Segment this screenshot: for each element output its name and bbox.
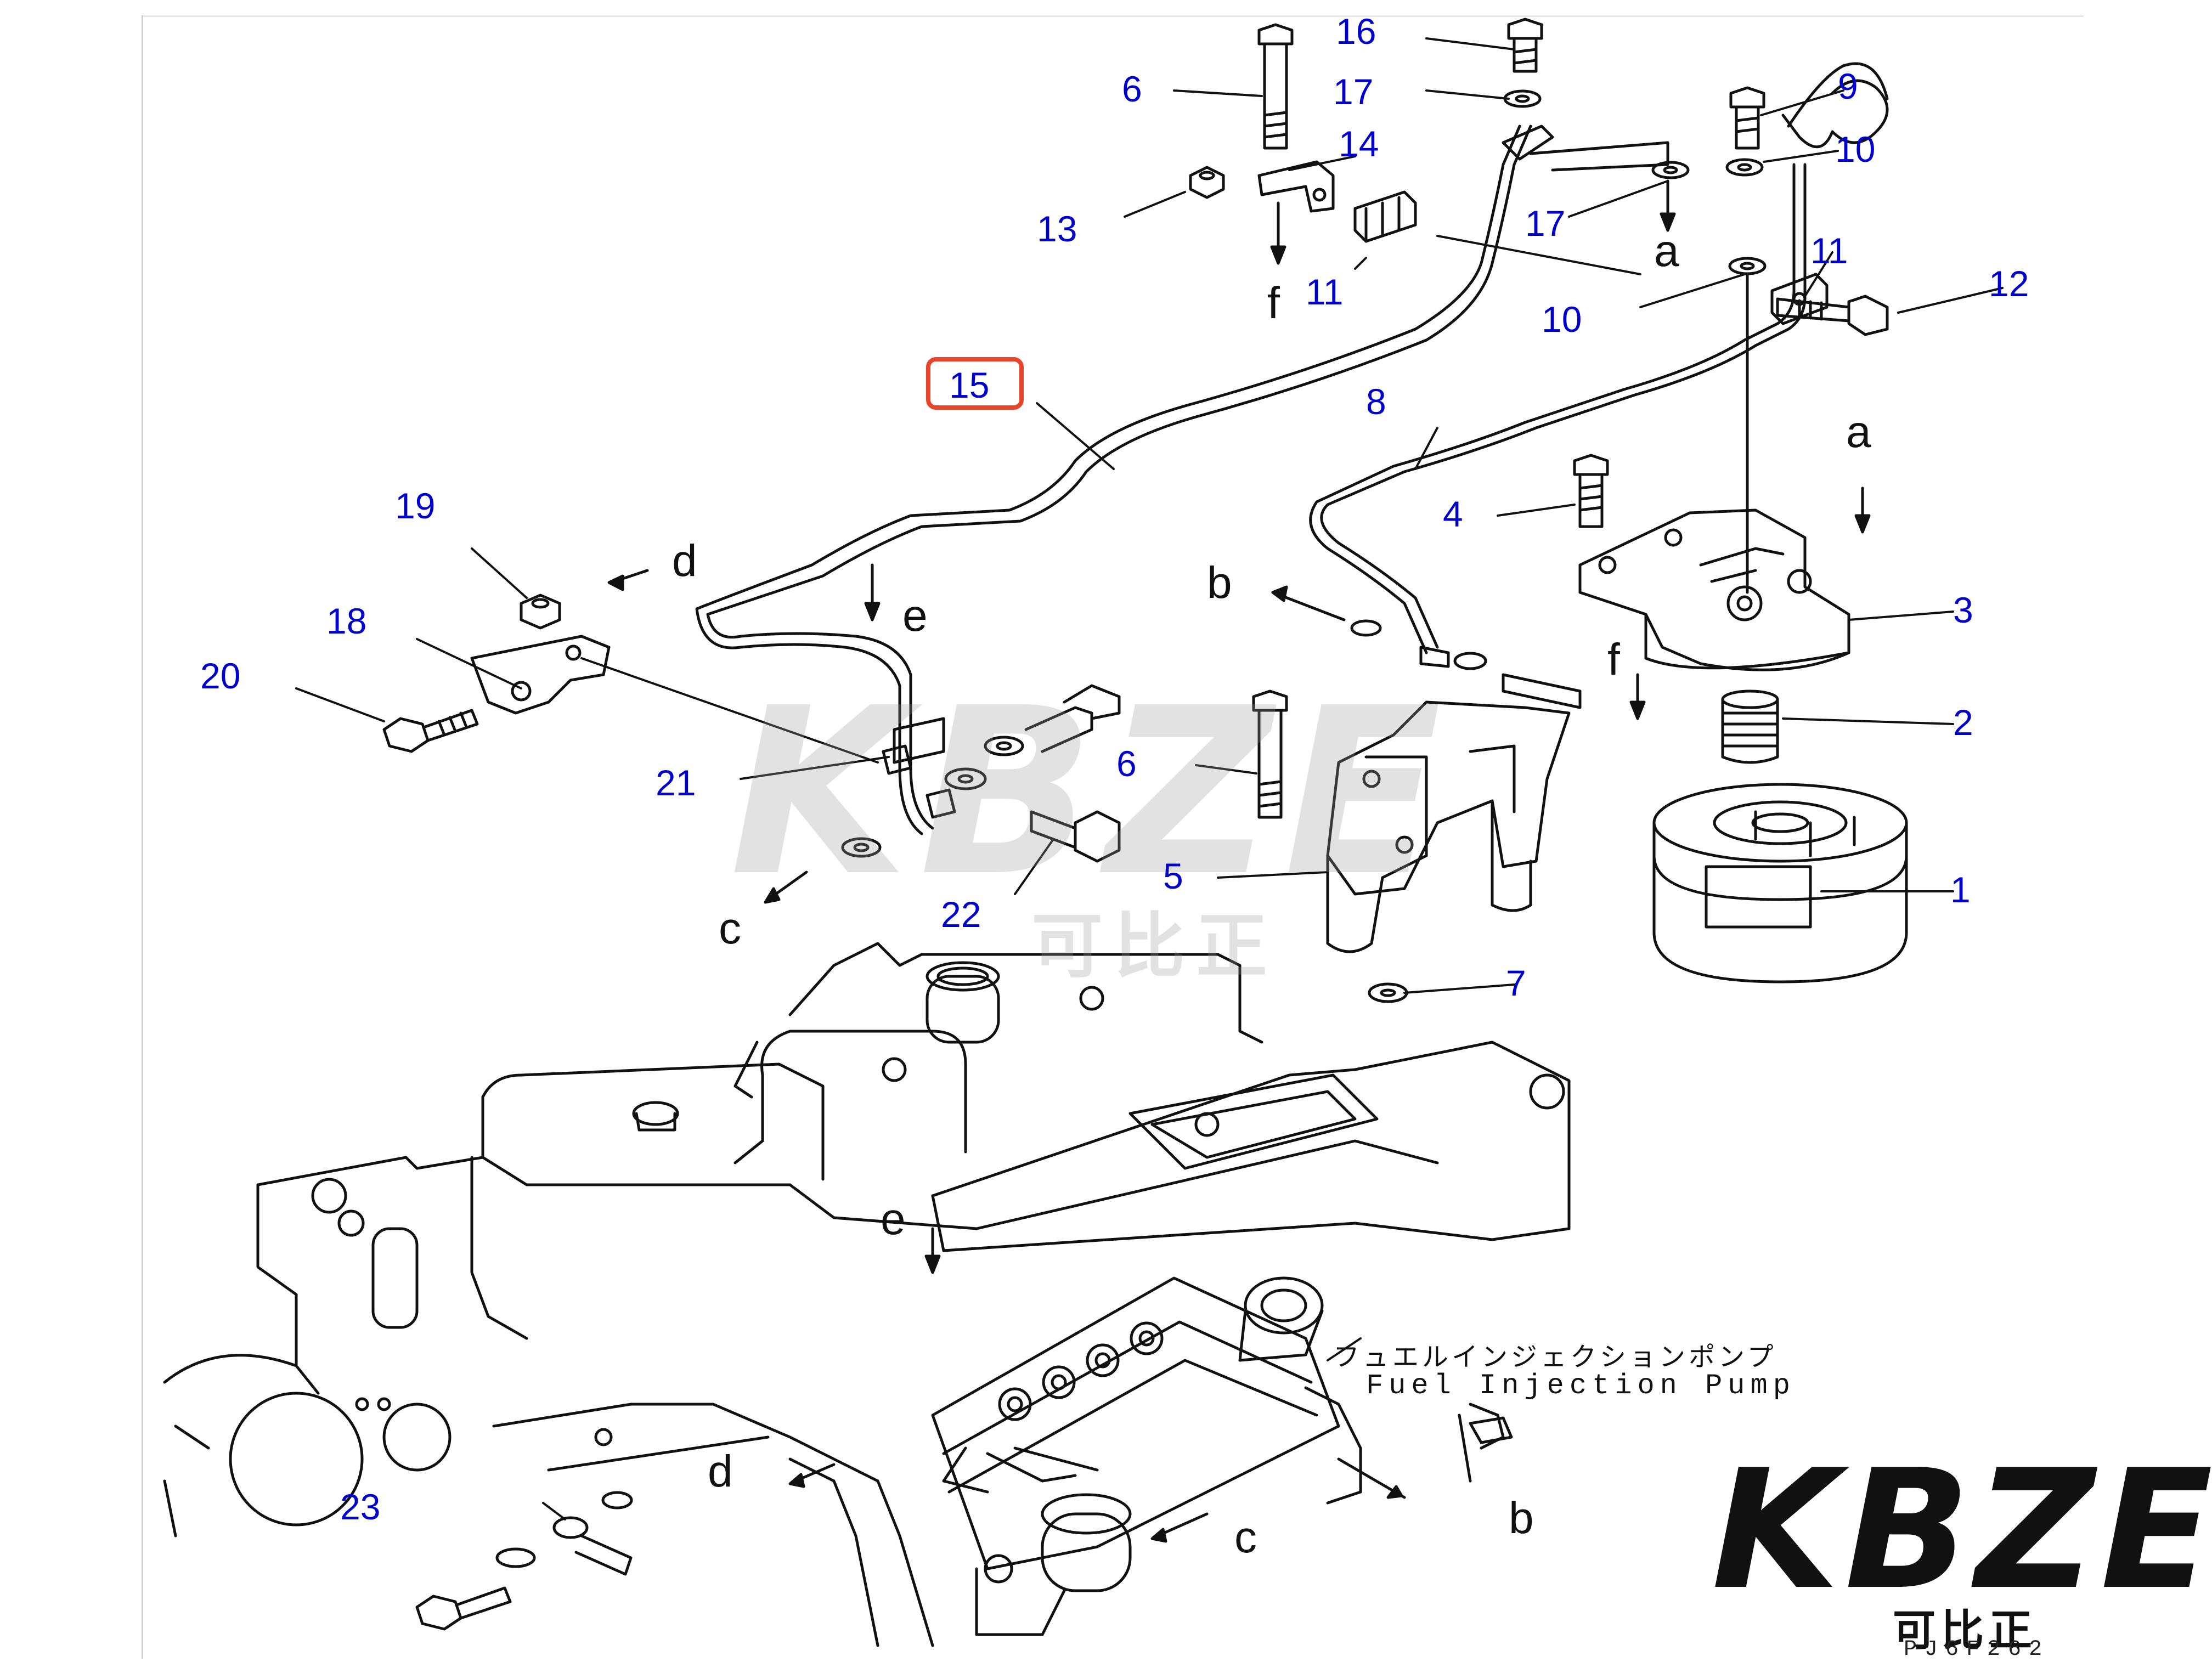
part-label-3[interactable]: 3 — [1953, 590, 1973, 630]
part-label-17-upper[interactable]: 17 — [1333, 71, 1373, 112]
nut-part-19 — [520, 593, 561, 630]
clamp-part-21 — [882, 744, 912, 775]
bolt-part-12 — [1776, 295, 1889, 336]
part-label-23[interactable]: 23 — [340, 1486, 380, 1527]
banjo-bolt-part-22 — [841, 619, 1582, 863]
ref-letter-f-lower: f — [1607, 635, 1620, 685]
washer-part-10-upper — [1725, 158, 1764, 177]
part-label-12[interactable]: 12 — [1989, 263, 2029, 304]
part-label-11-left[interactable]: 11 — [1306, 272, 1344, 312]
part-label-4[interactable]: 4 — [1443, 494, 1463, 534]
part-label-11-right[interactable]: 11 — [1810, 230, 1848, 271]
tube-part-8 — [1309, 62, 1889, 668]
reference-letters: a a b b c c d d e e f f — [672, 226, 1871, 1562]
highlight-box-part-15 — [926, 357, 1024, 410]
brand-logo: KBZE — [1712, 1434, 2212, 1626]
frame-top-border — [142, 15, 2084, 17]
bracket-part-18 — [470, 635, 611, 715]
ref-letter-c-upper: c — [719, 903, 741, 953]
bolt-part-16 — [1507, 18, 1543, 73]
part-label-6-upper[interactable]: 6 — [1122, 69, 1142, 109]
leader-lines — [295, 37, 2004, 1520]
bracket-part-5 — [1326, 700, 1571, 953]
part-label-16[interactable]: 16 — [1336, 11, 1376, 52]
ref-letter-f-upper: f — [1267, 278, 1280, 328]
bolt-part-6-lower — [1252, 689, 1288, 819]
part-label-20[interactable]: 20 — [200, 655, 240, 696]
fuel-pump-label-en: Fuel Injection Pump — [1366, 1370, 1796, 1402]
part-label-7[interactable]: 7 — [1506, 963, 1526, 1003]
engine-block — [163, 942, 1571, 1647]
washer-part-17-upper — [1503, 89, 1542, 108]
ref-letter-d-upper: d — [672, 536, 697, 586]
ref-letter-d-lower: d — [708, 1446, 733, 1496]
part-label-1[interactable]: 1 — [1950, 869, 1971, 910]
washer-part-17-lower — [1651, 161, 1690, 179]
nipple-part-2 — [1721, 689, 1779, 764]
watermark-logo: KBZE — [730, 659, 1452, 927]
bolt-part-6-upper — [1257, 23, 1294, 150]
part-label-2[interactable]: 2 — [1953, 702, 1973, 743]
ref-letter-a-upper: a — [1654, 226, 1679, 276]
fuel-injection-pump — [931, 1276, 1505, 1636]
part-number-labels: 1 2 3 4 5 6 6 7 8 9 10 10 11 11 12 13 14… — [200, 11, 2029, 1527]
fuel-pump-label-jp: フュエルインジェクションポンプ — [1333, 1342, 1777, 1372]
tube-part-15 — [695, 125, 1669, 835]
watermark: KBZE 可比正 — [730, 659, 1452, 988]
ref-letter-b-upper: b — [1207, 558, 1232, 608]
filter-head-part-3 — [1578, 508, 1850, 671]
fuel-pump-label: フュエルインジェクションポンプ Fuel Injection Pump — [1333, 1342, 1796, 1402]
brand-cn: 可比正 — [1893, 1606, 2038, 1654]
ref-letter-b-lower: b — [1509, 1493, 1534, 1543]
clamp-part-11-left — [1353, 190, 1417, 243]
reference-arrows — [607, 179, 1871, 1543]
ref-letter-a-right: a — [1846, 407, 1871, 457]
part-label-19[interactable]: 19 — [395, 485, 435, 526]
washer-part-10-lower — [1728, 257, 1767, 594]
brand-code: PJ6F262 — [1904, 1637, 2050, 1662]
dowel-pin — [1469, 1416, 1513, 1444]
ref-letter-e-lower: e — [881, 1194, 906, 1244]
part-label-17-lower[interactable]: 17 — [1525, 203, 1565, 244]
ref-letter-c-lower: c — [1234, 1512, 1257, 1562]
washer-part-7 — [1368, 982, 1408, 1003]
part-label-15[interactable]: 15 — [949, 365, 989, 405]
brand-block: KBZE 可比正 PJ6F262 — [1712, 1448, 2212, 1662]
part-label-14[interactable]: 14 — [1339, 123, 1379, 164]
frame-left-border — [142, 15, 143, 1659]
part-label-5[interactable]: 5 — [1163, 856, 1183, 896]
fitting-part-23 — [415, 1491, 633, 1631]
part-label-13[interactable]: 13 — [1037, 208, 1077, 249]
part-label-10-upper[interactable]: 10 — [1835, 129, 1875, 169]
nut-part-13 — [1189, 166, 1225, 199]
bolt-part-9 — [1729, 86, 1765, 150]
part-label-8[interactable]: 8 — [1366, 381, 1386, 422]
part-label-18[interactable]: 18 — [326, 601, 366, 641]
bolt-part-4 — [1573, 454, 1609, 528]
part-label-10-lower[interactable]: 10 — [1542, 299, 1582, 340]
watermark-cn: 可比正 — [1031, 905, 1278, 988]
ref-letter-e-upper: e — [902, 591, 928, 641]
part-label-9[interactable]: 9 — [1838, 66, 1858, 106]
part-label-6-lower[interactable]: 6 — [1116, 743, 1137, 784]
bolt-part-20 — [382, 709, 479, 753]
part-label-22[interactable]: 22 — [941, 894, 981, 935]
oil-filter-part-1 — [1652, 783, 1908, 983]
part-label-21[interactable]: 21 — [656, 762, 696, 803]
